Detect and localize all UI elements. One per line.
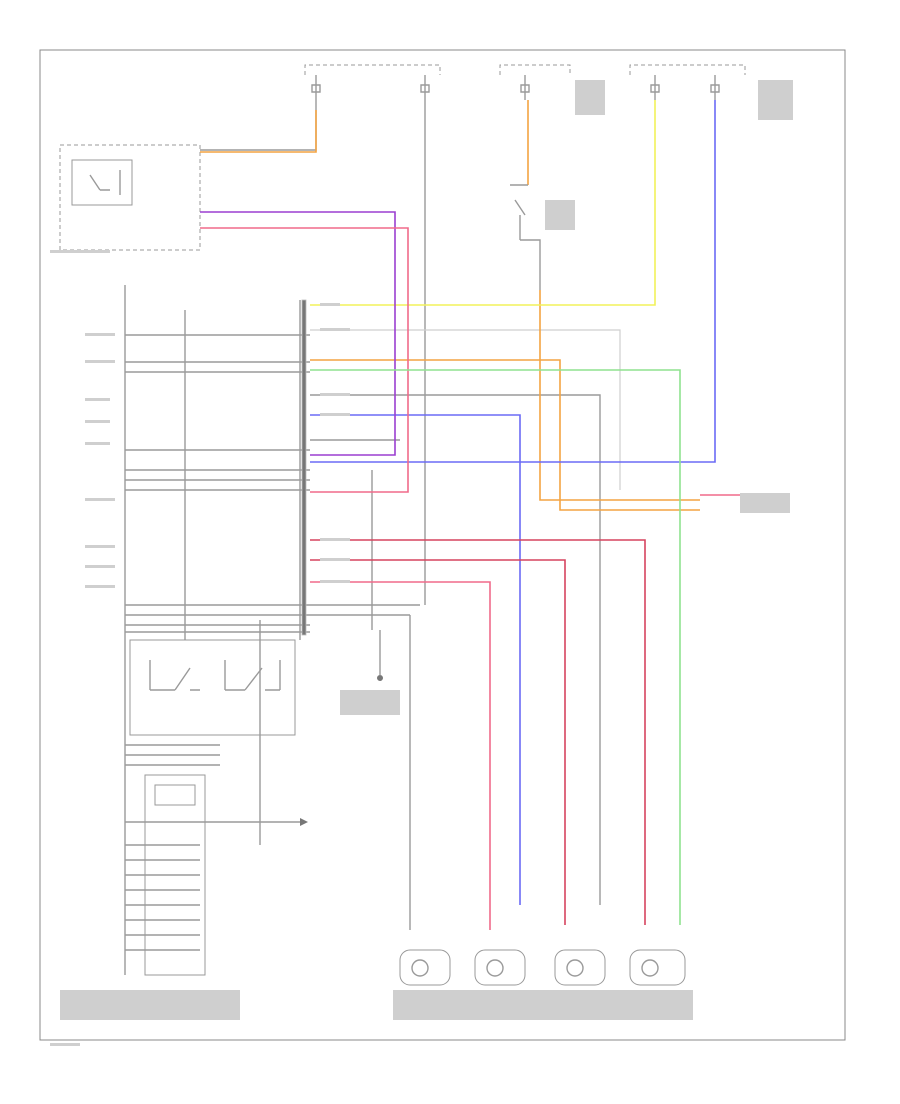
arrow-right [300, 818, 308, 826]
relay-switch [89, 170, 121, 195]
pink-wire-2 [310, 581, 491, 930]
blue-wire-right [310, 100, 716, 463]
purple-wire [200, 211, 396, 456]
pink-wire [200, 227, 409, 493]
abs-contacts [125, 844, 200, 951]
relay-switch-left [149, 660, 200, 691]
ground-symbol [377, 630, 383, 681]
green-wire [310, 369, 681, 925]
abs-relay [154, 784, 196, 806]
diagram-frame [39, 49, 846, 1041]
orange-wire-middle [527, 100, 700, 501]
connector-pins [301, 299, 307, 636]
ecu-pin-lines [125, 334, 420, 633]
red-wire-1 [310, 539, 646, 925]
wheel-sensor-3 [554, 949, 606, 986]
orange-wire-top [200, 110, 317, 153]
relay-box [71, 159, 133, 206]
colored-wires [200, 100, 740, 930]
illegible-labels [50, 80, 793, 1046]
control-unit-box [59, 144, 201, 251]
fuse-symbols [311, 75, 720, 100]
red-wire-2 [310, 559, 566, 925]
wheel-sensor-1 [399, 949, 451, 986]
wheel-sensor-4 [629, 949, 686, 986]
fuse-box-left [304, 64, 441, 75]
lower-relay-box [129, 639, 296, 736]
yellow-wire [310, 100, 656, 306]
relay-switch-right [224, 660, 281, 691]
blue-wire-middle [310, 414, 521, 905]
wheel-sensor-2 [474, 949, 526, 986]
orange-wire-horizontal [310, 359, 700, 511]
fuse-box-right [629, 64, 746, 75]
fuse-box-middle [499, 64, 571, 75]
brake-switch [510, 184, 541, 290]
